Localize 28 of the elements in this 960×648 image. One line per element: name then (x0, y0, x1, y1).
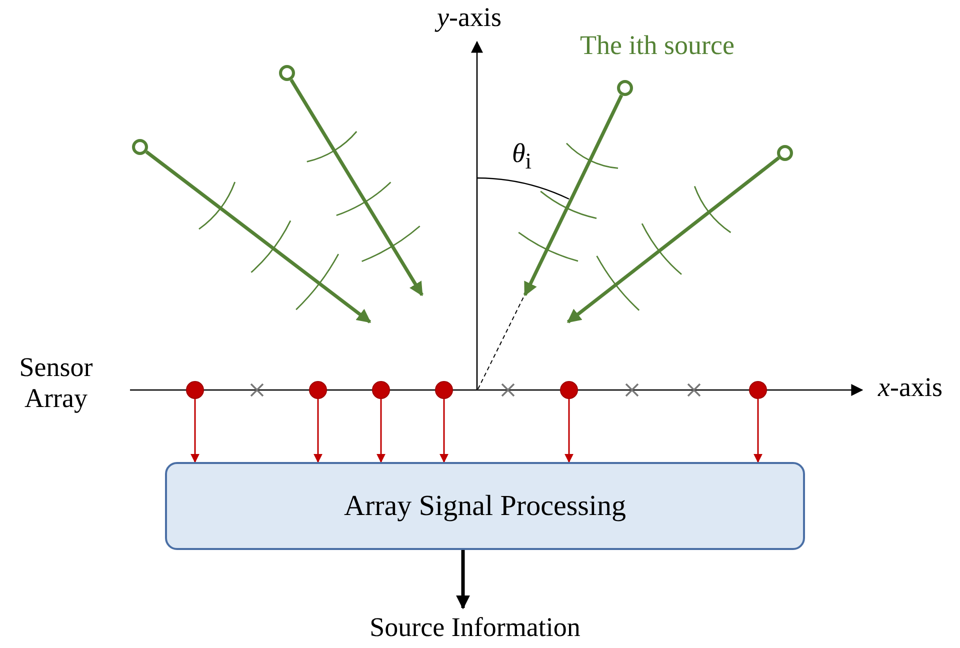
arrow (314, 399, 322, 463)
arrow (566, 156, 780, 324)
arrow (440, 399, 448, 463)
sensor-dot (309, 381, 327, 399)
source-circle (279, 65, 295, 81)
arrow (190, 399, 200, 463)
arrow (290, 78, 424, 296)
sensor-dot (560, 381, 578, 399)
source-circle (617, 80, 633, 96)
source-circle (132, 139, 148, 155)
source-label: The ith source (580, 30, 734, 62)
axis-label: y-axis (437, 2, 502, 34)
source-circle (777, 145, 793, 161)
arrow (456, 550, 470, 610)
arrow (145, 150, 372, 324)
process-box: Array Signal Processing (165, 462, 805, 550)
arrow (523, 94, 624, 296)
axis-label: x-axis (878, 372, 942, 404)
array-label: Sensor Array (18, 352, 94, 414)
angle-label: θ$_{i}$ (512, 138, 532, 174)
sensor-dot (435, 381, 453, 399)
arrow (564, 399, 574, 463)
output-text: Source Information (330, 608, 620, 646)
sensor-dot (372, 381, 390, 399)
arrow (376, 399, 386, 463)
sensor-dot (186, 381, 204, 399)
arrow (754, 399, 762, 463)
sensor-dot (749, 381, 767, 399)
